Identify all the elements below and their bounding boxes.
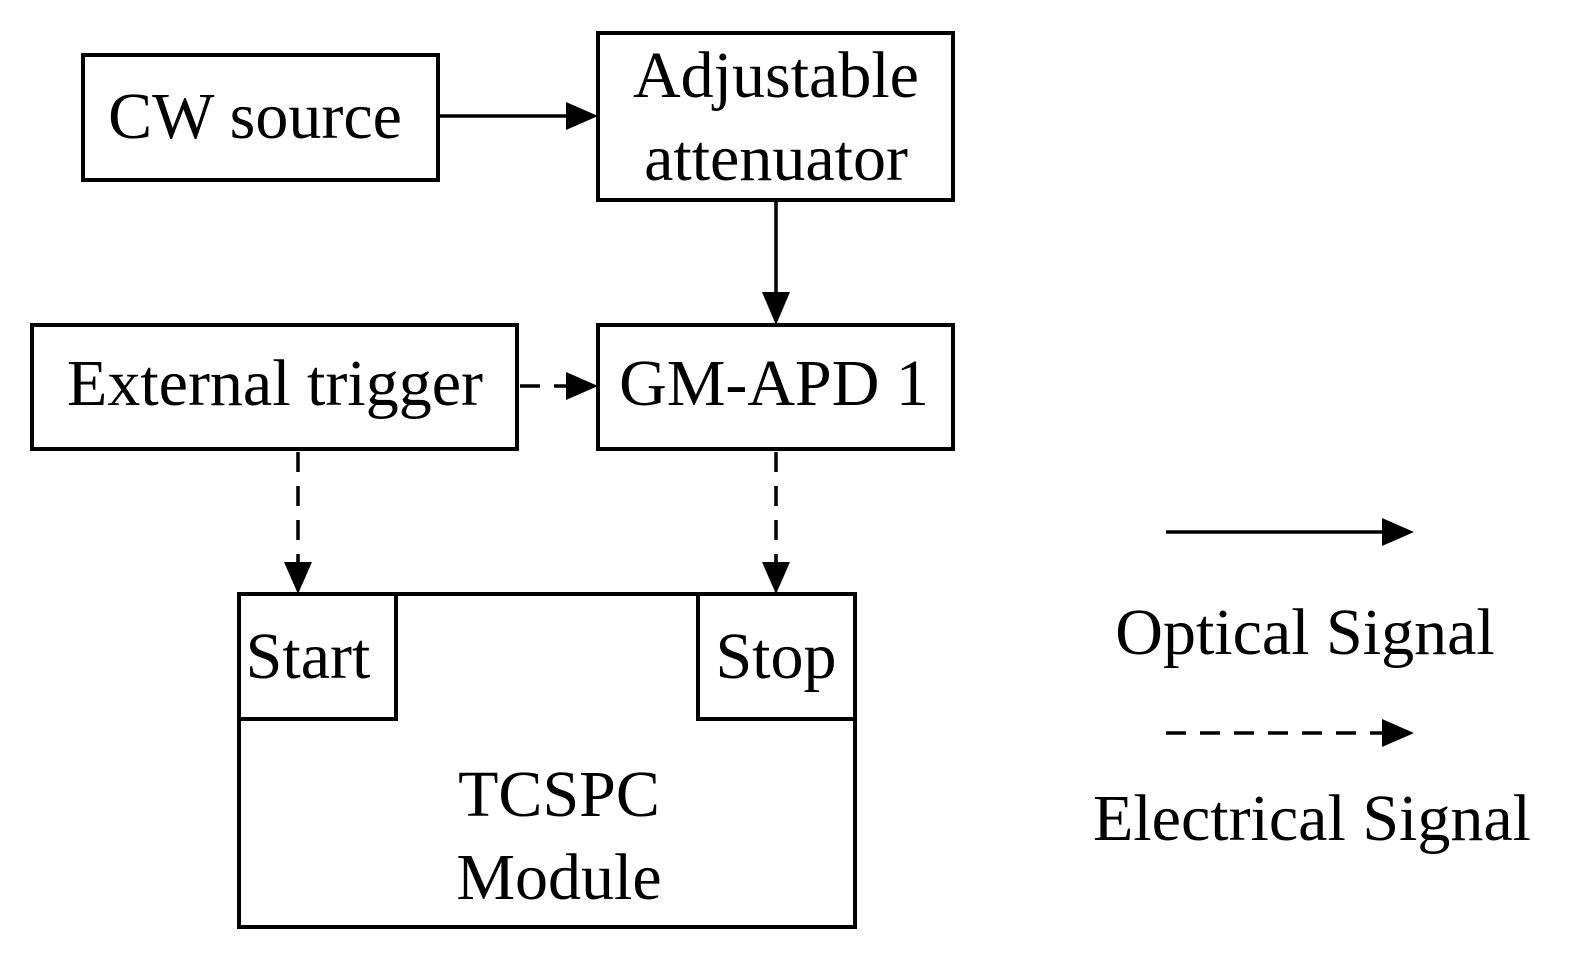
legend-optical-label: Optical Signal bbox=[1115, 596, 1494, 669]
gm-apd-block: GM-APD 1 bbox=[596, 323, 955, 451]
cw-source-label: CW source bbox=[108, 80, 402, 153]
attenuator-box bbox=[596, 31, 955, 202]
tcspc-label-line1: TCSPC bbox=[458, 758, 660, 831]
arrow-head bbox=[566, 372, 598, 400]
start-port-box bbox=[237, 592, 398, 721]
cw-source-block: CW source bbox=[81, 53, 440, 182]
attenuator-label-line2: attenuator bbox=[644, 122, 908, 195]
external-trigger-block: External trigger bbox=[30, 323, 519, 451]
gm-apd-label: GM-APD 1 bbox=[619, 347, 929, 420]
legend-electrical-label: Electrical Signal bbox=[1093, 782, 1531, 855]
attenuator-label-line1: Adjustable bbox=[633, 39, 919, 112]
stop-port-box bbox=[696, 592, 857, 721]
tcspc-label-line2: Module bbox=[456, 841, 661, 914]
legend-optical-symbol bbox=[1166, 518, 1414, 546]
arrow-cw-to-attenuator bbox=[438, 102, 598, 130]
start-port-label: Start bbox=[246, 620, 371, 693]
arrow-head bbox=[762, 562, 790, 594]
gm-apd-box bbox=[596, 323, 955, 451]
arrow-head bbox=[762, 292, 790, 325]
arrow-head bbox=[284, 562, 312, 594]
arrow-head bbox=[566, 102, 598, 130]
arrow-attenuator-to-apd bbox=[762, 200, 790, 325]
external-trigger-label: External trigger bbox=[67, 347, 483, 420]
external-trigger-box bbox=[30, 323, 519, 451]
arrow-apd-to-stop bbox=[762, 452, 790, 594]
stop-port-label: Stop bbox=[715, 620, 836, 693]
cw-source-box bbox=[81, 53, 440, 182]
arrow-trigger-to-apd bbox=[520, 372, 598, 400]
legend: Optical Signal Electrical Signal bbox=[1093, 518, 1531, 855]
legend-electrical-symbol bbox=[1166, 719, 1414, 747]
attenuator-block: Adjustable attenuator bbox=[596, 31, 955, 202]
tcspc-module-block: Start Stop TCSPC Module bbox=[237, 592, 857, 929]
arrow-trigger-to-start bbox=[284, 452, 312, 594]
